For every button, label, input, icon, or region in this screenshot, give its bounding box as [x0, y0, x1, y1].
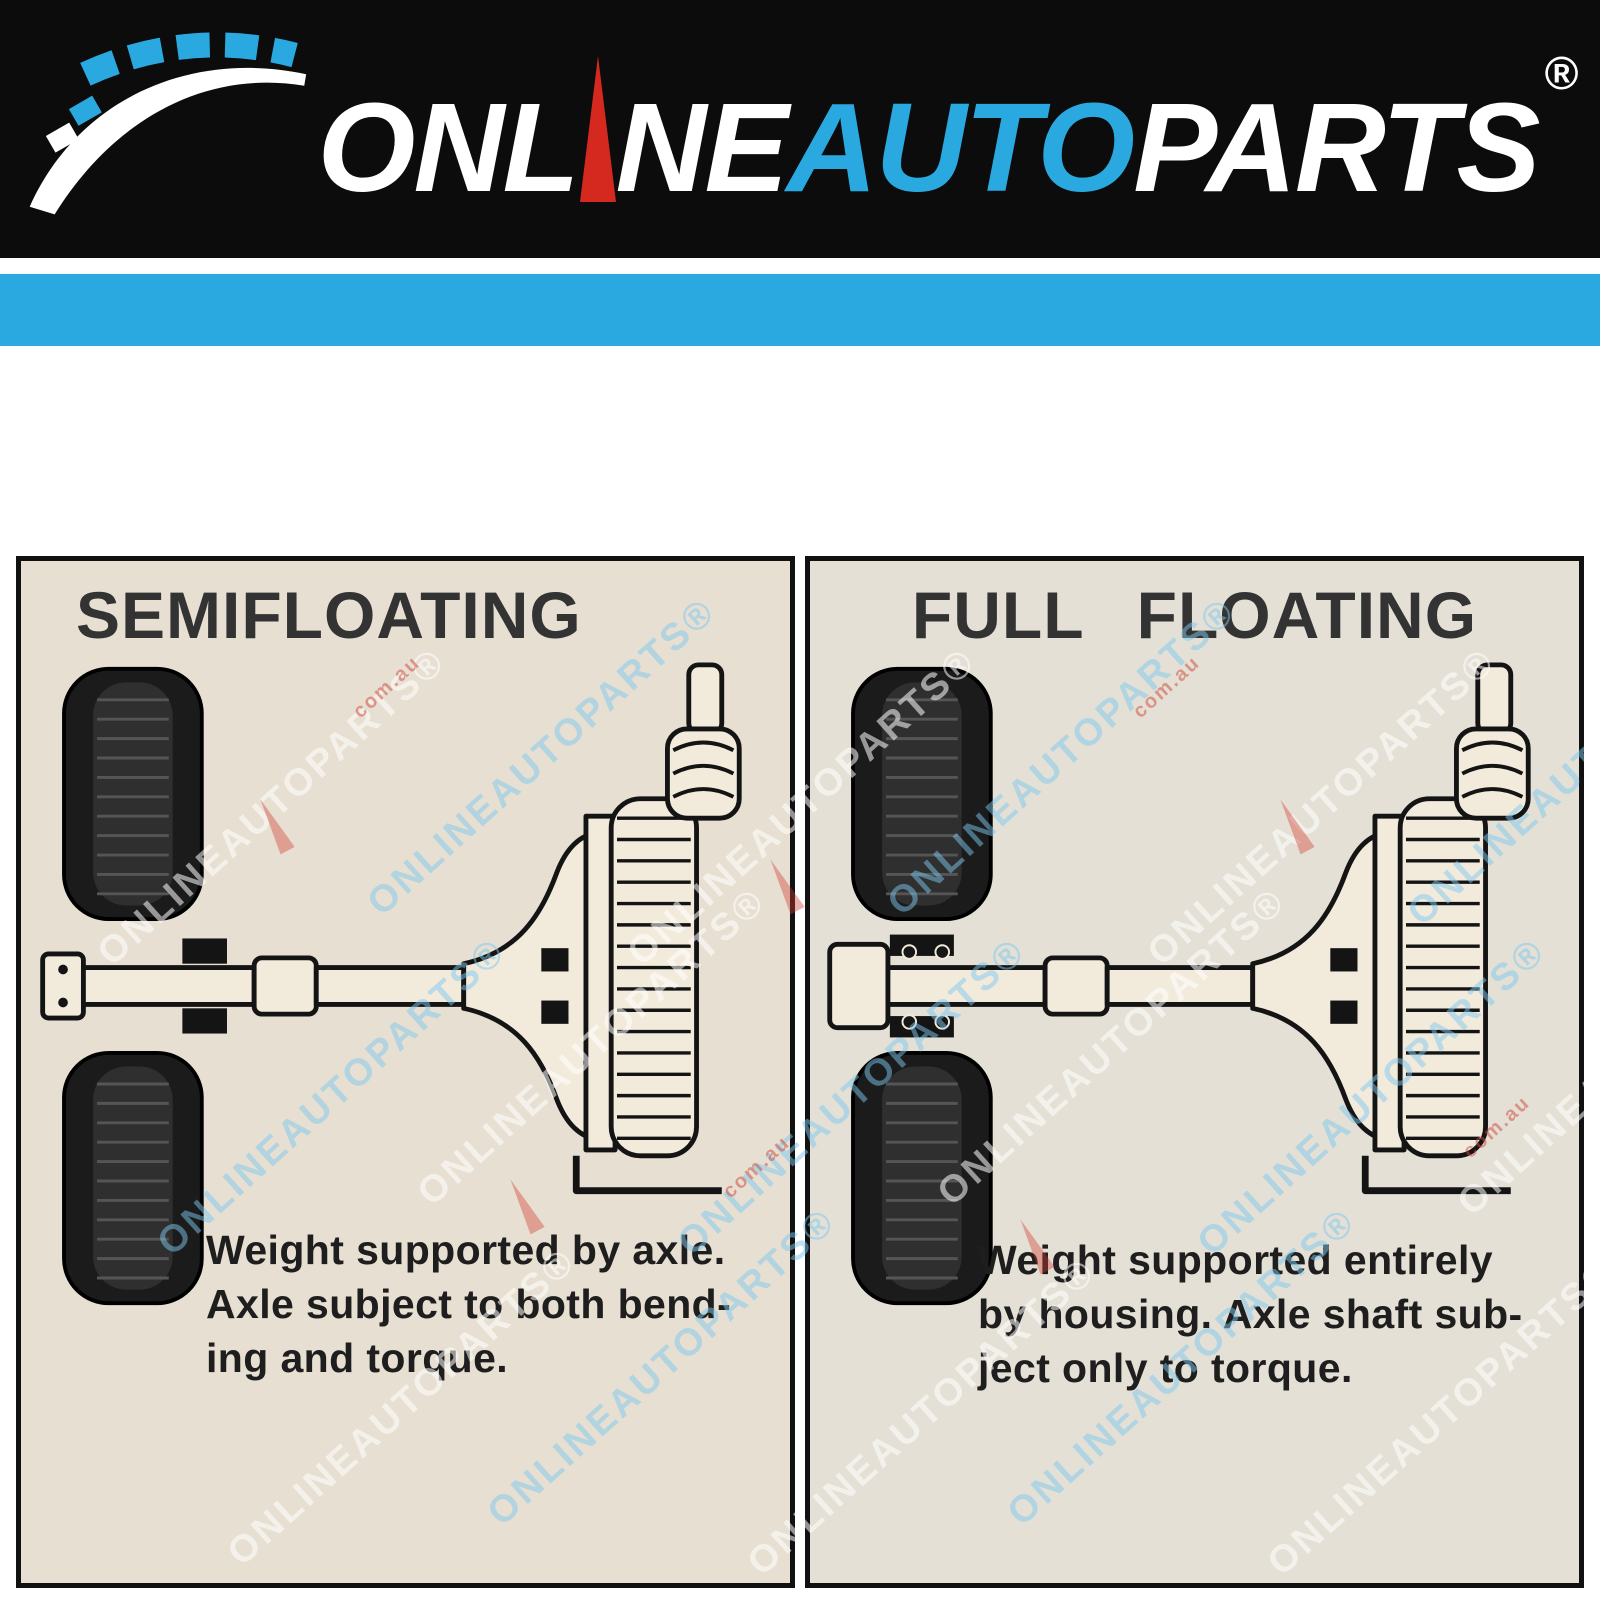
logo-text-parts: PARTS — [1133, 77, 1540, 219]
panel-title-full-floating: FULL FLOATING — [911, 578, 1478, 652]
differential-gears — [1397, 662, 1531, 1159]
caption-line: by housing. Axle shaft sub- — [978, 1291, 1523, 1338]
axle-comparison-panels: SEMIFLOATING — [16, 556, 1584, 1588]
pinion-shaft — [1475, 662, 1514, 736]
panel-title-semifloating: SEMIFLOATING — [76, 578, 582, 652]
spring-perch-bottom — [182, 1008, 227, 1034]
tire-top — [851, 666, 993, 921]
hub-bolt — [901, 1014, 918, 1030]
axle-shaft — [80, 965, 257, 1007]
full-floating-axle-diagram — [827, 662, 1531, 1306]
brand-logo: ONL NE AUTO PARTS ® — [21, 32, 1579, 226]
hub-bolt — [934, 944, 951, 960]
semifloating-axle-diagram — [40, 662, 742, 1306]
axle-assembly — [40, 813, 722, 1195]
panel-caption-semifloating: Weight supported by axle. Axle subject t… — [206, 1223, 731, 1385]
axle-collar — [251, 955, 319, 1017]
logo-text-ne: NE — [615, 77, 788, 219]
caption-line: Weight supported by axle. — [206, 1227, 726, 1273]
caption-line: ject only to torque. — [978, 1345, 1353, 1392]
housing-bell — [1250, 829, 1390, 1143]
logo-text-onl: ONL — [317, 77, 579, 219]
hub-bolt — [934, 1014, 951, 1030]
logo-text-auto: AUTO — [786, 77, 1136, 219]
caption-line: Axle subject to both bend- — [206, 1281, 732, 1328]
panel-caption-full-floating: Weight supported entirely by housing. Ax… — [978, 1233, 1523, 1395]
bearing-block-top — [1330, 948, 1358, 972]
pinion-shaft — [686, 662, 725, 736]
panel-semifloating: SEMIFLOATING — [16, 556, 795, 1588]
differential-gears — [608, 662, 742, 1159]
axle-end-flange — [40, 951, 86, 1021]
needle-icon — [580, 56, 617, 202]
hub-flange — [827, 941, 891, 1031]
axle-shaft — [885, 965, 1048, 1007]
caption-line: Weight supported entirely — [978, 1237, 1493, 1283]
housing-foot — [572, 1155, 722, 1195]
caption-line: ing and torque. — [206, 1335, 509, 1382]
ring-gear-icon — [608, 796, 699, 1159]
brand-header: ONL NE AUTO PARTS ® — [0, 0, 1600, 258]
tire-bottom — [62, 1051, 204, 1306]
blue-divider-band — [0, 274, 1600, 346]
ring-gear-icon — [1397, 796, 1488, 1159]
axle-collar — [1042, 955, 1110, 1017]
registered-mark: ® — [1544, 47, 1579, 99]
housing-bell — [461, 829, 601, 1143]
housing-foot — [1361, 1155, 1511, 1195]
speedometer-swoosh-icon — [30, 32, 307, 215]
spring-perch-top — [182, 938, 227, 964]
pinion-gear-icon — [665, 726, 742, 821]
axle-assembly — [827, 813, 1511, 1195]
tire-top — [62, 666, 204, 921]
bearing-block-bottom — [1330, 1000, 1358, 1024]
bearing-block-top — [541, 948, 569, 972]
pinion-gear-icon — [1454, 726, 1531, 821]
hub-bolt — [901, 944, 918, 960]
tire-bottom — [851, 1051, 993, 1306]
bearing-block-bottom — [541, 1000, 569, 1024]
panel-full-floating: FULL FLOATING — [805, 556, 1584, 1588]
